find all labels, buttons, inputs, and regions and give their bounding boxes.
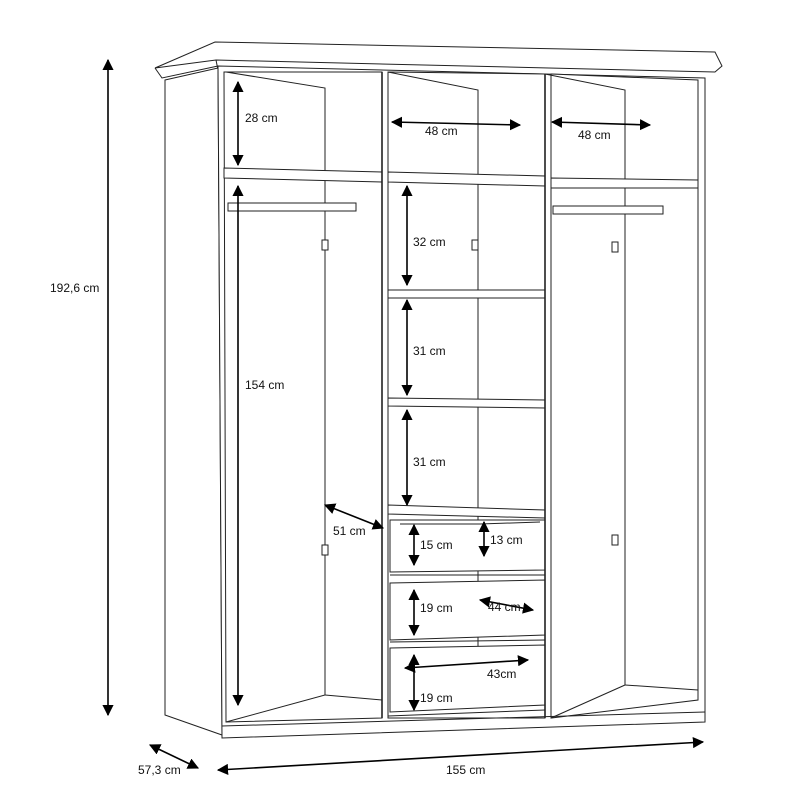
- dimension-arrows: [102, 58, 705, 776]
- dimension-labels: 192,6 cm 57,3 cm 155 cm 28 cm 48 cm 48 c…: [50, 111, 611, 777]
- label-inner-depth: 51 cm: [333, 524, 366, 538]
- label-shelf-1: 32 cm: [413, 235, 446, 249]
- label-shelf-3: 31 cm: [413, 455, 446, 469]
- label-drawer-2-outer: 19 cm: [420, 601, 453, 615]
- label-drawer-1-outer: 15 cm: [420, 538, 453, 552]
- label-drawer-3-width: 43cm: [487, 667, 516, 681]
- label-depth-total: 57,3 cm: [138, 763, 181, 777]
- label-width-total: 155 cm: [446, 763, 485, 777]
- label-drawer-3-outer: 19 cm: [420, 691, 453, 705]
- label-height-total: 192,6 cm: [50, 281, 99, 295]
- label-hanging-height: 154 cm: [245, 378, 284, 392]
- label-drawer-1-inner: 13 cm: [490, 533, 523, 547]
- label-middle-width: 48 cm: [425, 124, 458, 138]
- cabinet-body: [154, 41, 723, 739]
- label-shelf-2: 31 cm: [413, 344, 446, 358]
- label-drawer-2-width: 44 cm: [488, 600, 521, 614]
- label-right-width: 48 cm: [578, 128, 611, 142]
- label-top-shelf: 28 cm: [245, 111, 278, 125]
- drawers: [387, 519, 546, 717]
